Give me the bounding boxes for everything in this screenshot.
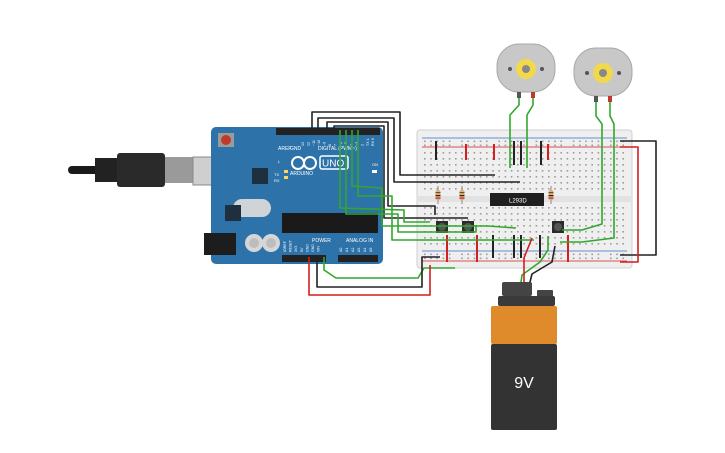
pin-label: 3V3	[294, 246, 298, 252]
pin-label: A2	[351, 248, 355, 252]
pin-label: ~10	[317, 140, 321, 146]
pin-label: A5	[369, 248, 373, 252]
push-button-2[interactable]	[462, 221, 474, 233]
push-button-3[interactable]	[552, 221, 564, 233]
pin-label: RX 0	[371, 138, 375, 146]
digital-header-label: DIGITAL (PWM~)	[318, 146, 357, 152]
power-header-strip	[282, 255, 326, 262]
dc-motor-1[interactable]	[496, 43, 556, 98]
dc-motor-2[interactable]	[573, 47, 633, 102]
pin-label: 12	[306, 142, 310, 146]
power-jack	[204, 233, 236, 255]
arduino-uno-board[interactable]: AREF GND TX RX L ON DIGITAL (PWM~) UNO A…	[204, 127, 383, 264]
pin-label: 7	[333, 144, 337, 146]
push-button-1[interactable]	[436, 221, 448, 233]
pin-label: 5V	[300, 247, 304, 252]
pin-label: 13	[301, 142, 305, 146]
arduino-brand: ARDUINO	[290, 171, 313, 177]
reset-button[interactable]	[221, 135, 231, 145]
analog-header-strip	[338, 255, 378, 262]
led-l-label: L	[278, 159, 281, 164]
pin-label: TX 1	[366, 138, 370, 146]
gnd-label: GND	[290, 146, 302, 152]
pin-label: IOREF	[283, 240, 287, 252]
pin-label: GND	[305, 244, 309, 252]
resistor-3[interactable]	[548, 186, 554, 204]
pin-label: 8	[328, 144, 332, 146]
analog-header-label: ANALOG IN	[346, 238, 374, 244]
l293d-label: L293D	[509, 199, 527, 205]
uno-label: UNO	[322, 159, 344, 170]
breadboard-holes	[424, 140, 624, 260]
rx-label: RX	[274, 178, 280, 183]
crystal	[233, 199, 271, 217]
breadboard-jumpers	[435, 141, 569, 262]
battery-label: 9V	[514, 375, 534, 392]
aref-label: AREF	[278, 146, 291, 152]
pin-label: ~9	[323, 142, 327, 146]
pin-label: GND	[311, 244, 315, 252]
digital-header	[276, 128, 380, 135]
resistor-1[interactable]	[435, 186, 441, 204]
tx-label: TX	[274, 172, 279, 177]
pin-label: A0	[339, 248, 343, 252]
power-header-label: POWER	[312, 238, 331, 244]
pin-label: VIN	[317, 246, 321, 252]
pin-label: A3	[357, 248, 361, 252]
resistor-2[interactable]	[459, 186, 465, 204]
atmega-chip	[282, 213, 378, 233]
on-label: ON	[372, 162, 378, 167]
pin-label: 2	[360, 144, 364, 146]
pin-label: RESET	[289, 239, 293, 252]
pin-label: ~11	[312, 140, 316, 146]
arduino-logo	[291, 156, 317, 170]
pin-label: A4	[363, 248, 367, 252]
battery-9v[interactable]: 9V	[491, 282, 557, 430]
pin-label: ~3	[355, 142, 359, 146]
pin-label: A1	[345, 248, 349, 252]
l293d-chip[interactable]: L293D	[490, 193, 544, 206]
wires	[308, 98, 657, 296]
usb-chip	[252, 168, 268, 184]
usb-cable	[68, 153, 230, 187]
